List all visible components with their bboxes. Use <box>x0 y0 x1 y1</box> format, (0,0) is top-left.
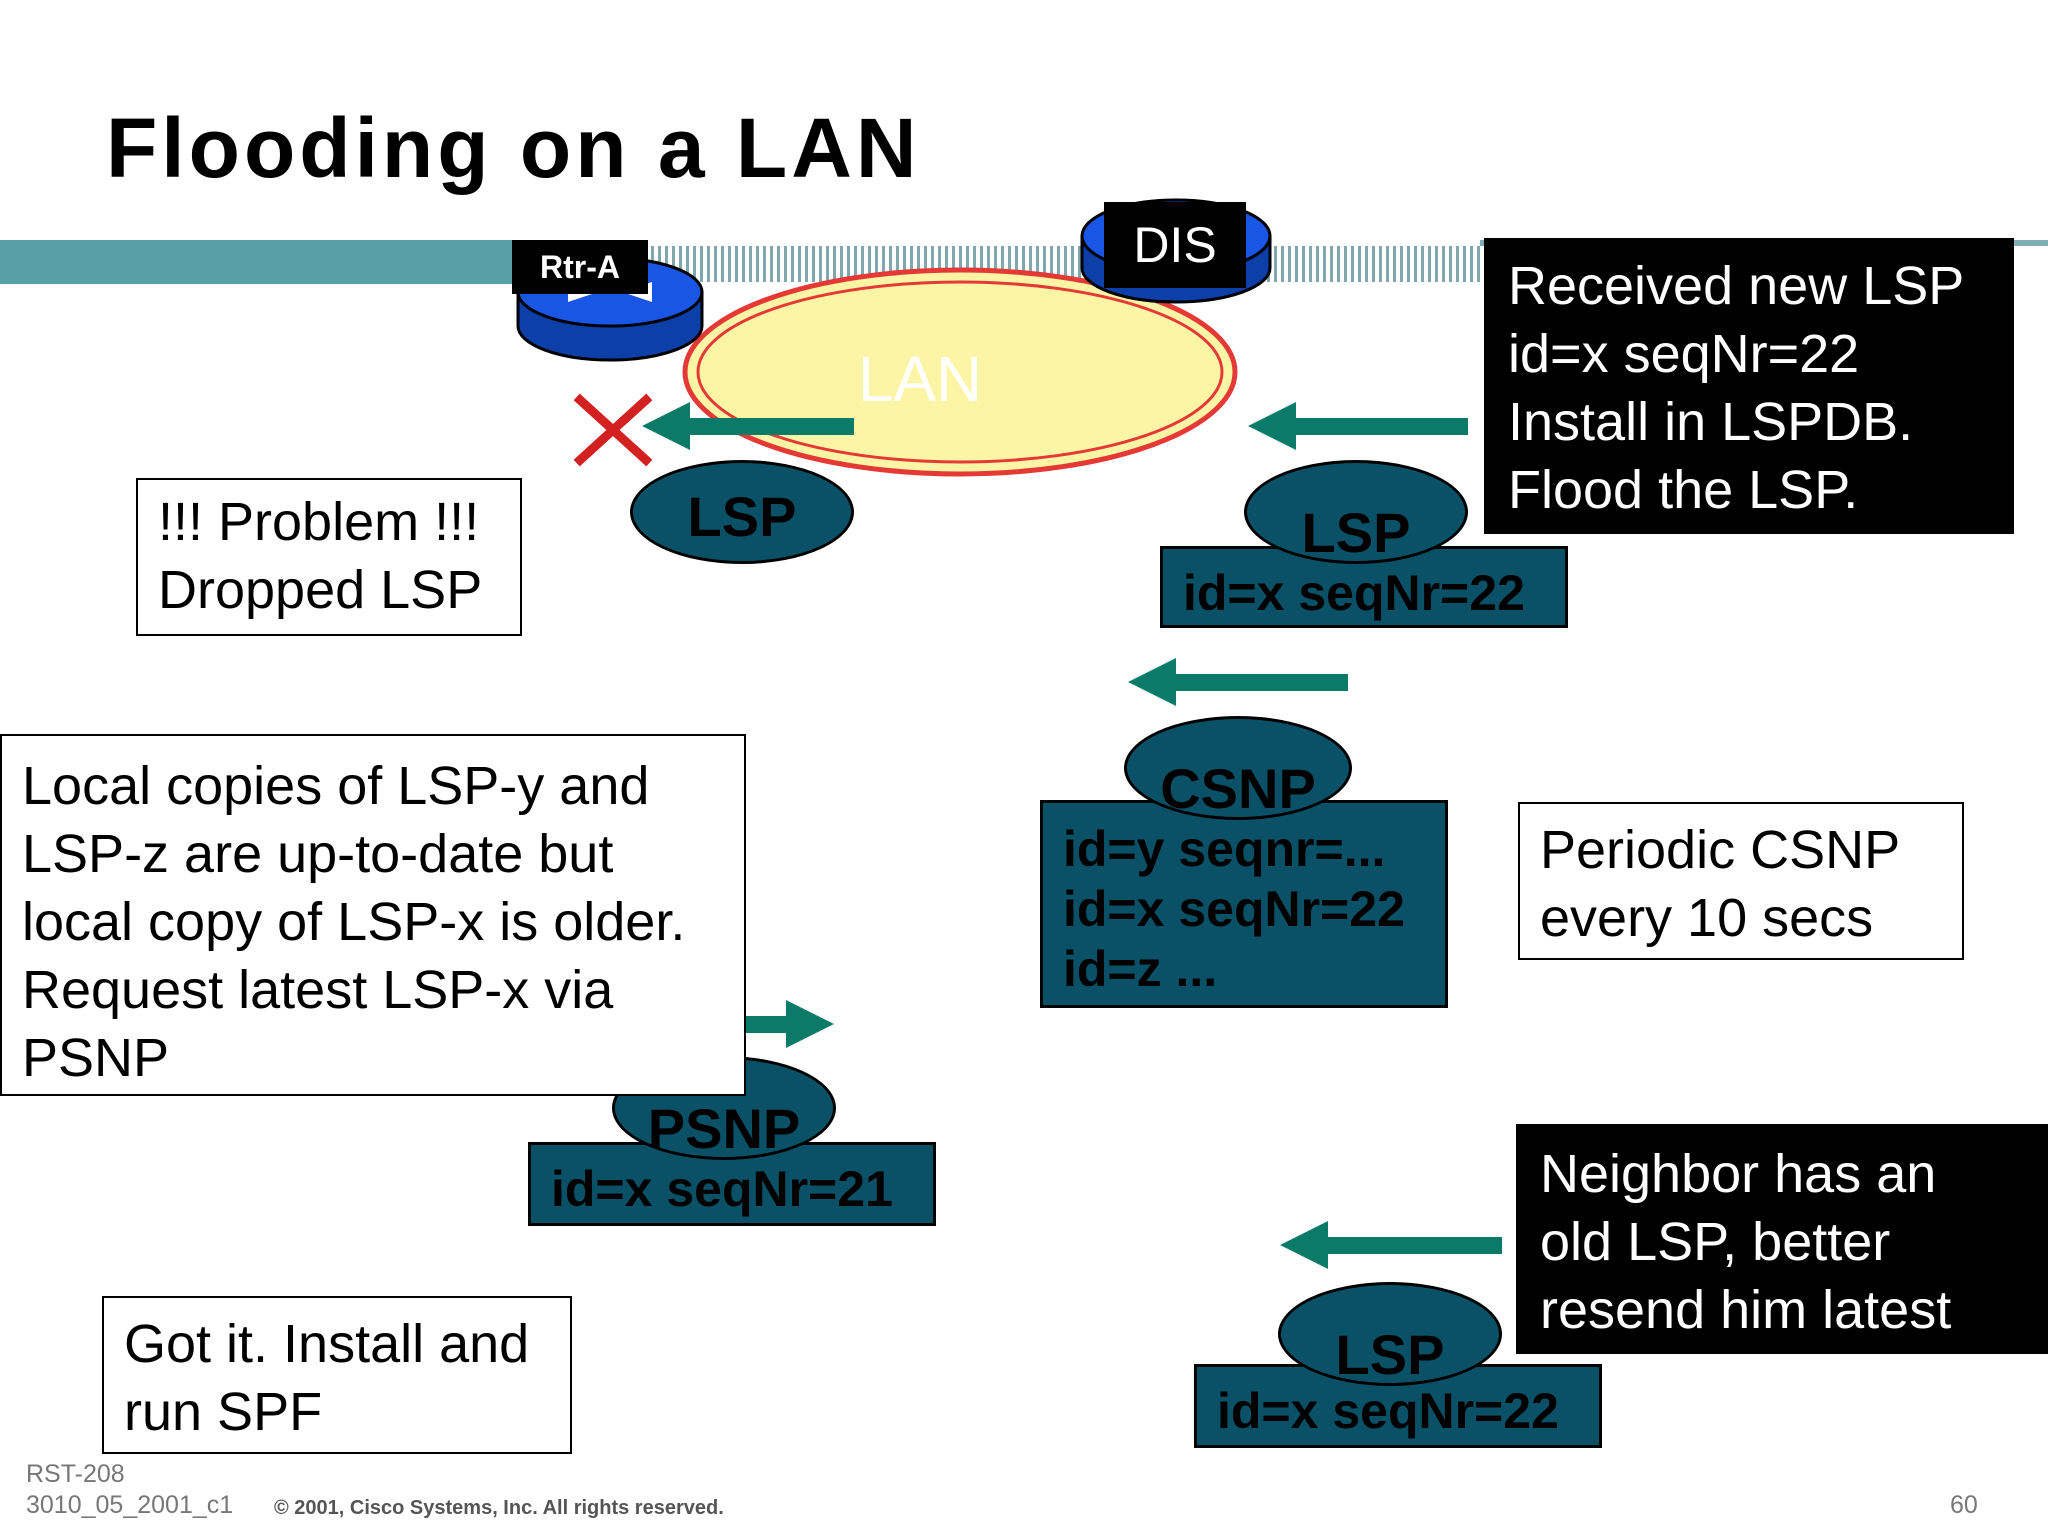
packet-line: id=z ... <box>1063 941 1218 997</box>
bus-bar <box>0 240 520 284</box>
lan-label: LAN <box>857 343 983 415</box>
periodic-note: Periodic CSNP every 10 secs <box>1518 802 1964 960</box>
csnp-table: id=y seqnr=... id=x seqNr=22 id=z ... <box>1040 800 1448 1008</box>
dis-router-icon <box>1080 198 1272 304</box>
page-number: 60 <box>1950 1491 1978 1519</box>
arrow-left-icon <box>642 402 854 450</box>
lsp-flood-table: id=x seqNr=22 <box>1160 546 1568 628</box>
arrow-left-icon <box>1280 1221 1502 1269</box>
arrow-left-icon <box>1248 402 1468 450</box>
arrow-left-icon <box>1128 658 1348 706</box>
router-icon <box>512 240 704 362</box>
lsp-dropped-packet: LSP <box>630 460 854 564</box>
red-x-icon <box>573 393 653 467</box>
received-note: Received new LSP id=x seqNr=22 Install i… <box>1484 238 2014 534</box>
lsp-resend-packet: LSP <box>1278 1282 1502 1386</box>
packet-label: LSP <box>687 484 797 548</box>
packet-label: LSP <box>1335 1322 1445 1386</box>
packet-label: PSNP <box>647 1096 801 1160</box>
footer-code: RST-208 <box>26 1460 125 1488</box>
copyright: © 2001, Cisco Systems, Inc. All rights r… <box>274 1497 724 1519</box>
packet-label: LSP <box>1301 500 1411 564</box>
page-title: Flooding on a LAN <box>106 101 921 195</box>
dis-label: DIS <box>1133 217 1217 273</box>
csnp-packet: CSNP <box>1124 716 1352 820</box>
local-copies-note: Local copies of LSP-y and LSP-z are up-t… <box>0 734 746 1096</box>
lsp-flood-packet: LSP <box>1244 460 1468 564</box>
got-it-note: Got it. Install and run SPF <box>102 1296 572 1454</box>
packet-line: id=x seqNr=22 <box>1063 881 1405 937</box>
packet-line: id=x seqNr=21 <box>551 1161 893 1217</box>
footer-id: 3010_05_2001_c1 <box>26 1491 234 1519</box>
packet-line: id=x seqNr=22 <box>1183 565 1525 621</box>
packet-line: id=y seqnr=... <box>1063 821 1386 877</box>
router-a-label: Rtr-A <box>540 249 620 285</box>
problem-note: !!! Problem !!! Dropped LSP <box>136 478 522 636</box>
neighbor-note: Neighbor has an old LSP, better resend h… <box>1516 1124 2048 1354</box>
packet-line: id=x seqNr=22 <box>1217 1383 1559 1439</box>
packet-label: CSNP <box>1160 756 1316 820</box>
